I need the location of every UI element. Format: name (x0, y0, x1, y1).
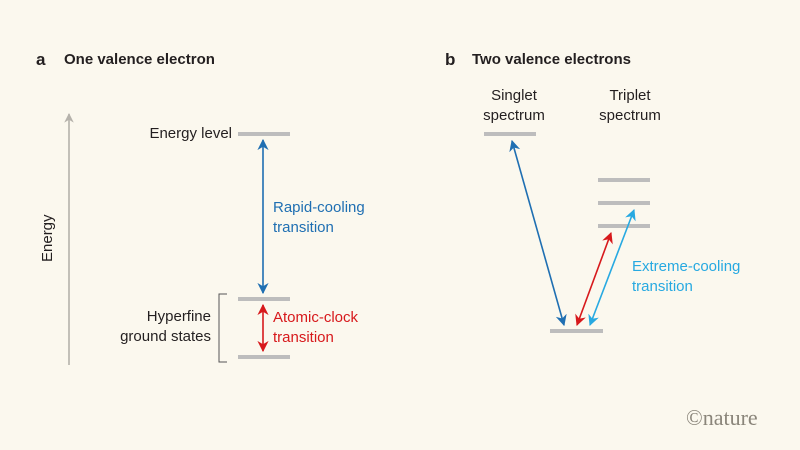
ground-states-bracket (218, 293, 227, 363)
triplet-clock-arrow (575, 231, 613, 327)
panel-a-letter: a (36, 50, 46, 69)
hyperfine-lower-level-bar (238, 355, 290, 359)
extreme-cooling-label: Extreme-cooling transition (632, 257, 740, 297)
panel-b-letter: b (445, 50, 456, 69)
hyperfine-ground-label: Hyperfine ground states (120, 307, 211, 347)
atomic-clock-line2: transition (273, 329, 334, 346)
hyperfine-line2: ground states (120, 328, 211, 345)
atomic-clock-label: Atomic-clock transition (273, 308, 358, 348)
extreme-cooling-line1: Extreme-cooling (632, 258, 741, 275)
singlet-level-bar (484, 132, 536, 136)
energy-axis-label: Energy (39, 214, 56, 262)
atomic-clock-line1: Atomic-clock (273, 309, 359, 326)
extreme-cooling-line2: transition (632, 278, 693, 295)
singlet-line1: Singlet (491, 87, 537, 104)
ground-level-bar (550, 329, 603, 333)
energy-level-label: Energy level (149, 125, 232, 142)
singlet-spectrum-label: Singlet spectrum (474, 86, 554, 126)
extreme-cooling-arrow (588, 208, 636, 327)
hyperfine-line1: Hyperfine (146, 308, 211, 325)
triplet-spectrum-label: Triplet spectrum (590, 86, 670, 126)
singlet-transition-arrow (509, 139, 567, 327)
panel-b-title: Two valence electrons (472, 51, 631, 68)
panel-a-title: One valence electron (64, 51, 215, 68)
rapid-cooling-label: Rapid-cooling transition (273, 198, 365, 238)
rapid-cooling-line2: transition (273, 219, 334, 236)
triplet-level-bar-1 (598, 224, 650, 228)
triplet-level-bar-3 (598, 178, 650, 182)
singlet-line2: spectrum (483, 107, 545, 124)
triplet-line2: spectrum (599, 107, 661, 124)
triplet-level-bar-2 (598, 201, 650, 205)
rapid-cooling-line1: Rapid-cooling (273, 199, 365, 216)
hyperfine-upper-level-bar (238, 297, 290, 301)
triplet-line1: Triplet (609, 87, 651, 104)
nature-credit: ©nature (686, 405, 758, 430)
energy-level-bar (238, 132, 290, 136)
